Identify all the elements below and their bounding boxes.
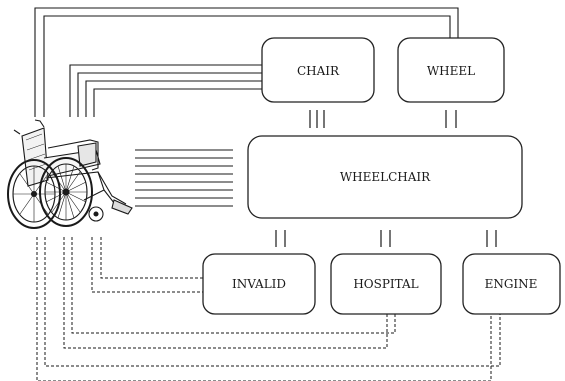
parallel-bars (275, 110, 497, 247)
node-wheel-label: WHEEL (427, 64, 475, 78)
node-wheelchair: WHEELCHAIR (247, 135, 523, 219)
node-chair-label: CHAIR (297, 64, 340, 78)
node-hospital: HOSPITAL (330, 253, 442, 315)
node-wheel: WHEEL (397, 37, 505, 103)
wheelchair-image (7, 119, 133, 229)
node-invalid: INVALID (202, 253, 316, 315)
node-hospital-label: HOSPITAL (353, 277, 418, 291)
node-chair: CHAIR (261, 37, 375, 103)
solid-connectors (34, 7, 459, 117)
node-invalid-label: INVALID (232, 277, 286, 291)
node-engine: ENGINE (462, 253, 561, 315)
image-to-wheelchair-lines (135, 149, 233, 207)
node-engine-label: ENGINE (485, 277, 538, 291)
node-wheelchair-label: WHEELCHAIR (340, 170, 431, 184)
dashed-connectors (36, 237, 501, 381)
